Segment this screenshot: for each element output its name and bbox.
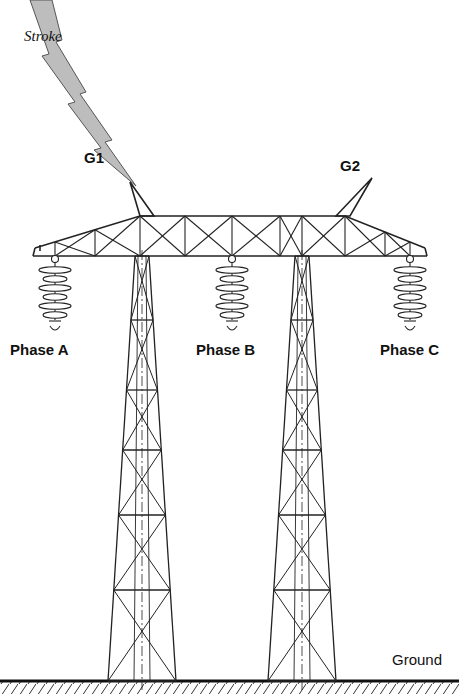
stroke-line: [274, 515, 326, 590]
insulator-disc: [220, 294, 244, 300]
stroke-line: [232, 216, 280, 256]
stroke-line: [274, 589, 330, 590]
stroke-line: [135, 256, 153, 320]
label-text: Phase A: [10, 342, 69, 359]
stroke-line: [123, 390, 158, 450]
insulator-disc: [216, 303, 248, 309]
stroke-line: [279, 515, 331, 590]
stroke-line: [286, 320, 313, 390]
stroke-line: [279, 450, 322, 515]
stroke-line: [344, 216, 345, 256]
stroke-line: [114, 515, 166, 590]
stroke-line: [345, 216, 385, 256]
insulator-disc: [39, 285, 71, 291]
stroke-line: [131, 320, 158, 390]
insulator-hanger: [52, 256, 59, 263]
stroke-line: [140, 216, 185, 256]
stroke-line: [94, 230, 95, 256]
stroke-line: [95, 216, 140, 256]
stroke-line: [55, 230, 95, 256]
stroke-line: [185, 216, 232, 256]
label-text: Stroke: [24, 28, 62, 45]
conductor-clamp: [49, 320, 61, 321]
label-text: Ground: [392, 652, 442, 669]
stroke-line: [184, 216, 185, 256]
stroke-line: [139, 216, 140, 256]
ground-wire-peak: [130, 182, 154, 216]
stroke-line: [280, 216, 302, 256]
stroke-line: [385, 232, 410, 256]
stroke-line: [108, 680, 176, 681]
conductor-clamp: [404, 320, 416, 321]
stroke-line: [385, 242, 410, 256]
stroke-line: [279, 216, 280, 256]
stroke-line: [126, 390, 161, 450]
stroke-line: [131, 256, 149, 320]
label-text: G2: [340, 158, 360, 175]
stroke-line: [268, 680, 336, 681]
insulator-disc: [398, 294, 422, 300]
stroke-line: [185, 216, 232, 256]
insulator-disc: [220, 276, 244, 282]
stroke-line: [286, 390, 321, 450]
insulator-disc: [216, 285, 248, 291]
label-text: Phase B: [196, 342, 255, 359]
stroke-line: [231, 216, 232, 256]
center-line: [142, 250, 143, 690]
conductor-clamp: [226, 320, 238, 321]
stroke-line: [95, 230, 140, 256]
stroke-line: [283, 390, 318, 450]
crossarm: [33, 216, 427, 256]
lightning-stroke: [30, 0, 136, 186]
insulator-disc: [220, 312, 244, 318]
stroke-line: [302, 216, 345, 256]
label-text: Phase C: [380, 342, 439, 359]
stroke-line: [108, 590, 170, 681]
insulator-disc: [39, 267, 71, 273]
insulator-disc: [394, 285, 426, 291]
conductor-clamp: [50, 326, 60, 330]
stroke-line: [280, 216, 302, 256]
stroke-line: [291, 320, 318, 390]
stroke-line: [345, 232, 385, 256]
stroke-line: [232, 216, 280, 256]
insulator-disc: [43, 276, 67, 282]
stroke-line: [119, 515, 171, 590]
stroke-line: [295, 256, 313, 320]
stroke-line: [268, 590, 330, 681]
insulator-disc: [39, 303, 71, 309]
stroke-line: [384, 232, 385, 256]
stroke-line: [302, 216, 345, 256]
center-line: [302, 250, 303, 690]
stroke-line: [114, 589, 170, 590]
insulator-disc: [43, 294, 67, 300]
stroke-line: [54, 242, 55, 256]
insulator-disc: [394, 267, 426, 273]
stroke-line: [274, 590, 336, 681]
insulator-hanger: [229, 256, 236, 263]
stroke-line: [131, 319, 153, 320]
stroke-line: [140, 216, 185, 256]
label-text: G1: [84, 150, 104, 167]
insulator-disc: [394, 303, 426, 309]
stroke-line: [126, 320, 153, 390]
stroke-line: [123, 450, 166, 515]
stroke-line: [114, 590, 176, 681]
stroke-line: [291, 256, 309, 320]
stroke-line: [409, 242, 410, 256]
insulator-disc: [398, 312, 422, 318]
insulator-disc: [216, 267, 248, 273]
insulator-disc: [43, 312, 67, 318]
stroke-line: [55, 242, 95, 256]
stroke-line: [283, 450, 326, 515]
conductor-clamp: [405, 326, 415, 330]
insulator-hanger: [407, 256, 414, 263]
conductor-clamp: [227, 326, 237, 330]
ground-wire-peak: [336, 178, 372, 216]
stroke-line: [291, 319, 313, 320]
insulator-disc: [398, 276, 422, 282]
stroke-line: [119, 450, 162, 515]
